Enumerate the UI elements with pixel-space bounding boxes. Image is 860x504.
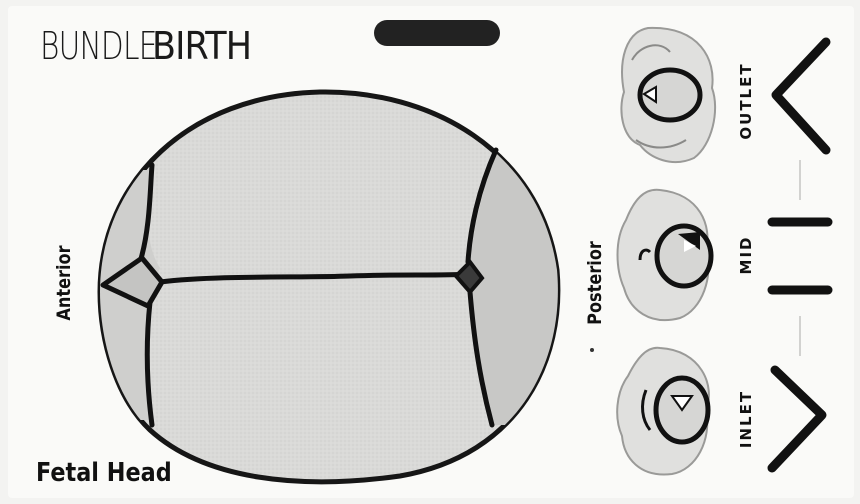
- pelvis-inlet-icon: [617, 348, 709, 475]
- pelvis-mid-icon: [618, 190, 712, 320]
- stage-label-mid: MID: [737, 225, 755, 285]
- inlet-angle-symbol: [772, 370, 822, 468]
- pelvis-outlet-icon: [621, 28, 715, 162]
- stage-label-inlet: INLET: [737, 379, 755, 459]
- posterior-label: Posterior: [584, 236, 606, 330]
- anterior-label: Anterior: [53, 241, 75, 326]
- outlet-angle-symbol: [776, 42, 826, 150]
- page-title: Fetal Head: [36, 458, 172, 488]
- stage-label-outlet: OUTLET: [737, 61, 755, 141]
- occipital-bone: [470, 150, 600, 425]
- speck: [590, 348, 594, 352]
